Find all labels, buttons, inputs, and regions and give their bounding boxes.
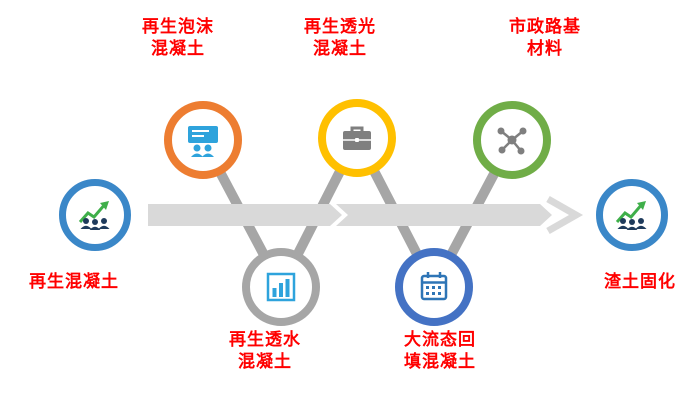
label-foam-concrete: 再生泡沫 混凝土 bbox=[98, 16, 258, 60]
node-soil-solidification bbox=[596, 179, 668, 251]
node-permeable-concrete bbox=[242, 248, 320, 326]
team-growth-icon bbox=[615, 201, 647, 230]
network-icon bbox=[497, 127, 527, 155]
label-line: 再生泡沫 bbox=[142, 17, 214, 36]
label-backfill-concrete: 大流态回 填混凝土 bbox=[360, 329, 520, 373]
label-translucent-concrete: 再生透光 混凝土 bbox=[260, 16, 420, 60]
label-line: 再生透水 bbox=[229, 330, 301, 349]
briefcase-icon bbox=[343, 126, 371, 150]
label-line: 混凝土 bbox=[238, 352, 292, 371]
node-road-base-material bbox=[473, 101, 551, 179]
timeline-arrow-band bbox=[336, 204, 552, 226]
presentation-icon bbox=[188, 126, 218, 157]
label-line: 渣土固化 bbox=[604, 272, 676, 291]
label-line: 混凝土 bbox=[313, 39, 367, 58]
label-permeable-concrete: 再生透水 混凝土 bbox=[185, 329, 345, 373]
label-line: 再生混凝土 bbox=[29, 272, 119, 291]
label-line: 市政路基 bbox=[509, 17, 581, 36]
node-translucent-concrete bbox=[318, 99, 396, 177]
team-growth-icon bbox=[78, 201, 110, 230]
label-road-base-material: 市政路基 材料 bbox=[465, 16, 625, 60]
node-backfill-concrete bbox=[395, 248, 473, 326]
label-line: 材料 bbox=[527, 39, 563, 58]
timeline-arrow-band bbox=[148, 204, 342, 226]
bar-chart-icon bbox=[266, 272, 296, 302]
label-soil-solidification: 渣土固化 bbox=[560, 271, 700, 293]
arrow-head-icon bbox=[546, 195, 584, 235]
node-recycled-concrete bbox=[59, 179, 131, 251]
calendar-icon bbox=[420, 272, 448, 301]
label-line: 大流态回 bbox=[404, 330, 476, 349]
label-line: 再生透光 bbox=[304, 17, 376, 36]
label-line: 填混凝土 bbox=[404, 352, 476, 371]
label-line: 混凝土 bbox=[151, 39, 205, 58]
label-recycled-concrete: 再生混凝土 bbox=[0, 271, 154, 293]
node-foam-concrete bbox=[164, 101, 242, 179]
